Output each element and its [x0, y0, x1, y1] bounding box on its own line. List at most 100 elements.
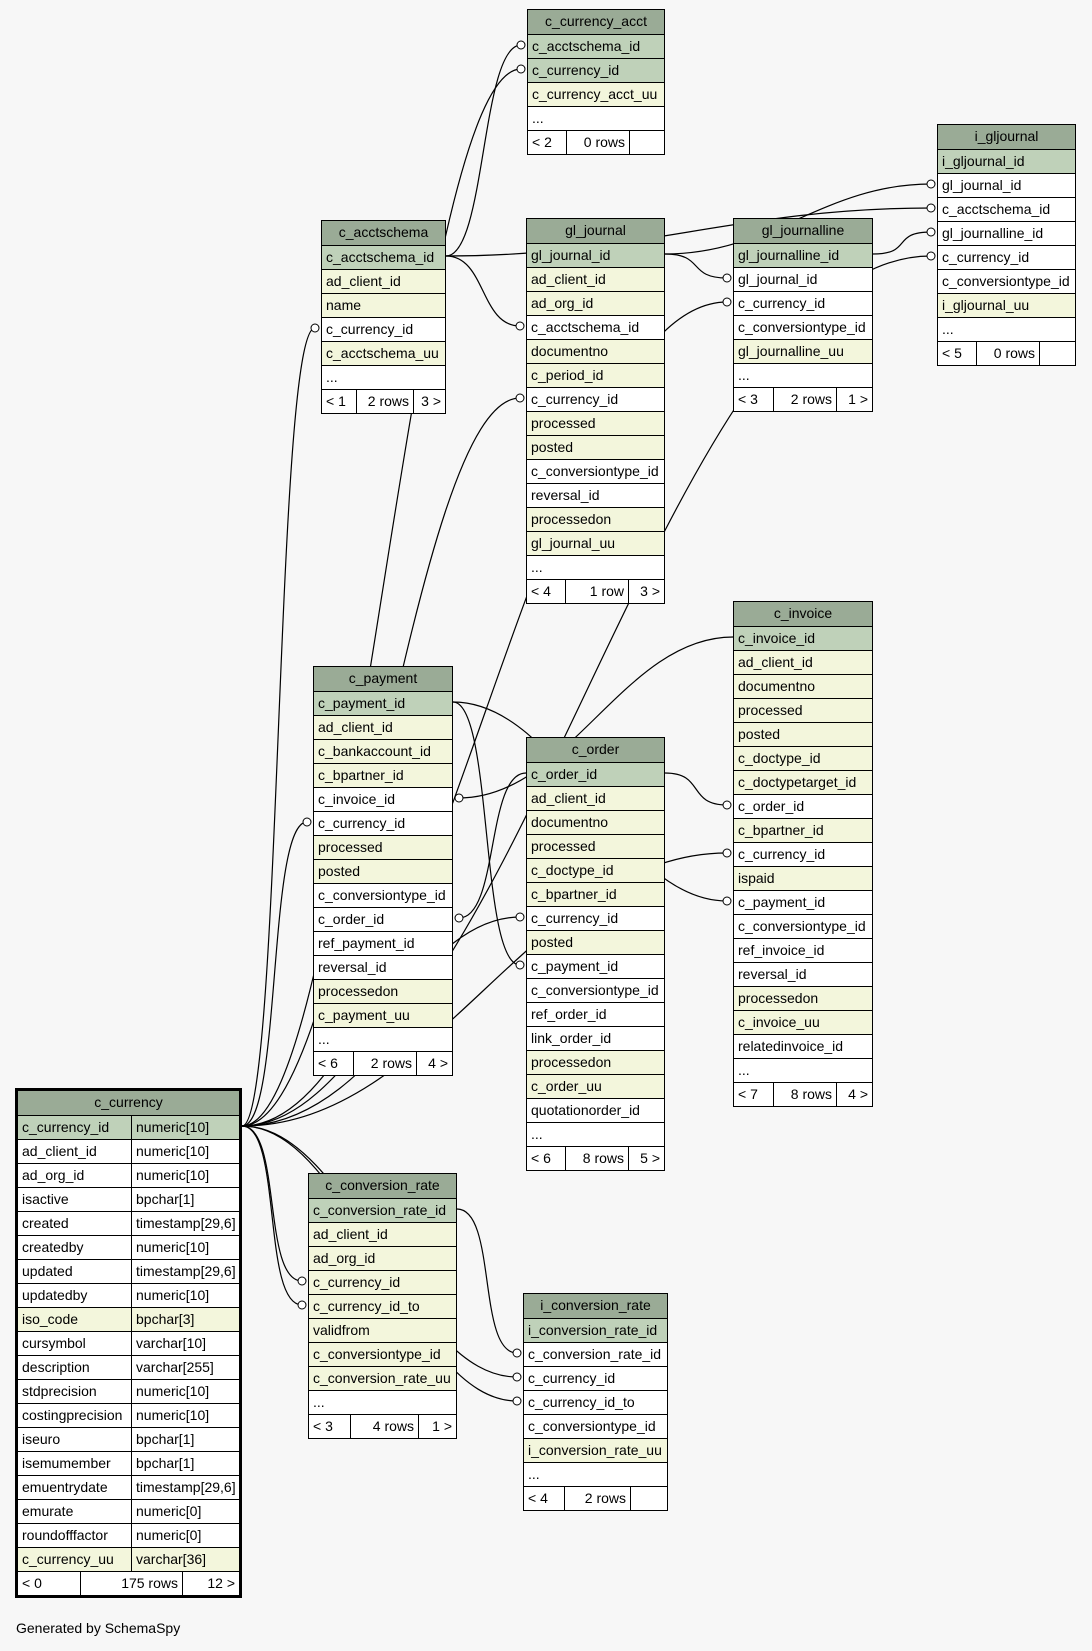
footer-parents[interactable]: < 3: [313, 1418, 333, 1434]
column-row[interactable]: c_doctype_id: [734, 746, 872, 770]
footer-children[interactable]: 1 >: [418, 1415, 456, 1438]
column-row[interactable]: c_invoice_uu: [734, 1010, 872, 1034]
table-title[interactable]: i_conversion_rate: [524, 1294, 667, 1318]
column-row[interactable]: processedon: [734, 986, 872, 1010]
column-row[interactable]: c_currency_id: [309, 1270, 456, 1294]
table-title[interactable]: i_gljournal: [938, 125, 1075, 149]
footer-children[interactable]: 12 >: [182, 1572, 239, 1595]
column-row[interactable]: c_currency_id_to: [524, 1390, 667, 1414]
column-row[interactable]: ad_client_id: [322, 269, 445, 293]
column-row[interactable]: relatedinvoice_id: [734, 1034, 872, 1058]
column-row[interactable]: ad_client_id: [314, 715, 452, 739]
column-row[interactable]: gl_journalline_id: [734, 243, 872, 267]
footer-parents[interactable]: < 6: [531, 1150, 551, 1166]
column-row[interactable]: c_currency_id: [527, 387, 664, 411]
column-row[interactable]: reversal_id: [314, 955, 452, 979]
column-row[interactable]: c_conversiontype_id: [734, 914, 872, 938]
column-row[interactable]: ...: [314, 1027, 452, 1051]
column-row[interactable]: c_payment_id: [314, 691, 452, 715]
column-row[interactable]: c_invoice_id: [734, 626, 872, 650]
column-row[interactable]: c_invoice_id: [314, 787, 452, 811]
footer-parents[interactable]: < 4: [531, 583, 551, 599]
column-row[interactable]: gl_journalline_id: [938, 221, 1075, 245]
column-row[interactable]: posted: [527, 435, 664, 459]
table-title[interactable]: c_acctschema: [322, 221, 445, 245]
footer-children[interactable]: 5 >: [628, 1147, 664, 1170]
column-row[interactable]: ...: [527, 555, 664, 579]
column-row[interactable]: c_payment_id: [734, 890, 872, 914]
column-row[interactable]: c_currency_id: [527, 906, 664, 930]
column-row[interactable]: c_conversion_rate_id: [309, 1198, 456, 1222]
column-row[interactable]: c_order_id: [314, 907, 452, 931]
column-row[interactable]: c_currency_id: [314, 811, 452, 835]
column-row[interactable]: ad_client_id: [527, 786, 664, 810]
column-row[interactable]: ...: [528, 106, 664, 130]
column-row[interactable]: processed: [527, 834, 664, 858]
footer-parents[interactable]: < 2: [532, 134, 552, 150]
column-row[interactable]: reversal_id: [734, 962, 872, 986]
column-row[interactable]: processed: [734, 698, 872, 722]
footer-children[interactable]: 1 >: [836, 388, 872, 411]
column-row[interactable]: c_period_id: [527, 363, 664, 387]
column-row[interactable]: c_bpartner_id: [314, 763, 452, 787]
column-row[interactable]: c_currency_id: [734, 291, 872, 315]
column-row[interactable]: c_currency_id_to: [309, 1294, 456, 1318]
column-row[interactable]: gl_journal_id: [734, 267, 872, 291]
table-title[interactable]: c_order: [527, 738, 664, 762]
column-row[interactable]: c_acctschema_id: [938, 197, 1075, 221]
column-row[interactable]: ...: [524, 1462, 667, 1486]
column-row[interactable]: c_order_id: [734, 794, 872, 818]
footer-parents[interactable]: < 4: [528, 1490, 548, 1506]
column-row[interactable]: c_payment_id: [527, 954, 664, 978]
column-row[interactable]: documentno: [527, 810, 664, 834]
footer-parents[interactable]: < 0: [22, 1575, 42, 1591]
column-row[interactable]: ispaid: [734, 866, 872, 890]
column-row[interactable]: c_conversiontype_id: [734, 315, 872, 339]
column-row[interactable]: c_conversiontype_id: [314, 883, 452, 907]
column-row[interactable]: ad_org_id: [309, 1246, 456, 1270]
footer-children[interactable]: 3 >: [628, 580, 664, 603]
column-row[interactable]: ad_client_id: [734, 650, 872, 674]
column-row[interactable]: c_bpartner_id: [734, 818, 872, 842]
column-row[interactable]: c_currency_id: [734, 842, 872, 866]
column-row[interactable]: i_conversion_rate_uu: [524, 1438, 667, 1462]
column-row[interactable]: c_currency_id: [322, 317, 445, 341]
column-row[interactable]: ad_client_id: [309, 1222, 456, 1246]
column-row[interactable]: c_acctschema_uu: [322, 341, 445, 365]
table-title[interactable]: c_conversion_rate: [309, 1174, 456, 1198]
footer-parents[interactable]: < 6: [318, 1055, 338, 1071]
column-row[interactable]: ...: [938, 317, 1075, 341]
column-row[interactable]: c_doctype_id: [527, 858, 664, 882]
column-row[interactable]: i_gljournal_uu: [938, 293, 1075, 317]
column-row[interactable]: c_currency_acct_uu: [528, 82, 664, 106]
column-row[interactable]: ...: [527, 1122, 664, 1146]
table-title[interactable]: c_payment: [314, 667, 452, 691]
column-row[interactable]: c_currency_id: [528, 58, 664, 82]
column-row[interactable]: c_currency_id: [524, 1366, 667, 1390]
column-row[interactable]: c_acctschema_id: [528, 34, 664, 58]
footer-children[interactable]: [630, 1487, 667, 1510]
